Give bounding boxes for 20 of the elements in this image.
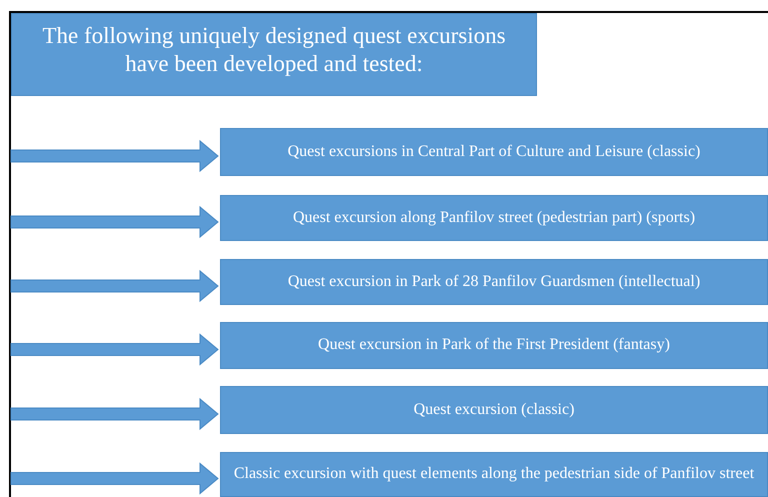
block-arrow (10, 140, 219, 172)
excursion-text: Quest excursions in Central Part of Culture and Leisure (classic) (288, 142, 700, 162)
heading-text: The following uniquely designed quest excursions have been developed and tested: (41, 22, 507, 78)
block-arrow (10, 462, 219, 495)
excursion-text: Quest excursion (classic) (414, 400, 574, 420)
excursion-text: Quest excursion in Park of 28 Panfilov Guardsmen (intellectual) (288, 272, 700, 292)
excursion-box (220, 322, 768, 369)
excursion-box (220, 128, 768, 176)
excursion-text: Quest excursion along Panfilov street (pedestrian part) (sports) (292, 208, 696, 228)
excursion-box (220, 386, 768, 434)
block-arrow (10, 333, 219, 366)
excursion-text: Quest excursion in Park of the First President (fantasy) (318, 336, 670, 355)
block-arrow (10, 270, 219, 302)
excursion-box (220, 195, 768, 241)
heading-box (11, 13, 537, 96)
block-arrow (10, 206, 219, 238)
excursion-box (220, 259, 768, 305)
excursion-text: Classic excursion with quest elements along the pedestrian side of Panfilov street (234, 465, 754, 484)
block-arrow (10, 398, 219, 430)
excursion-box (220, 452, 768, 497)
